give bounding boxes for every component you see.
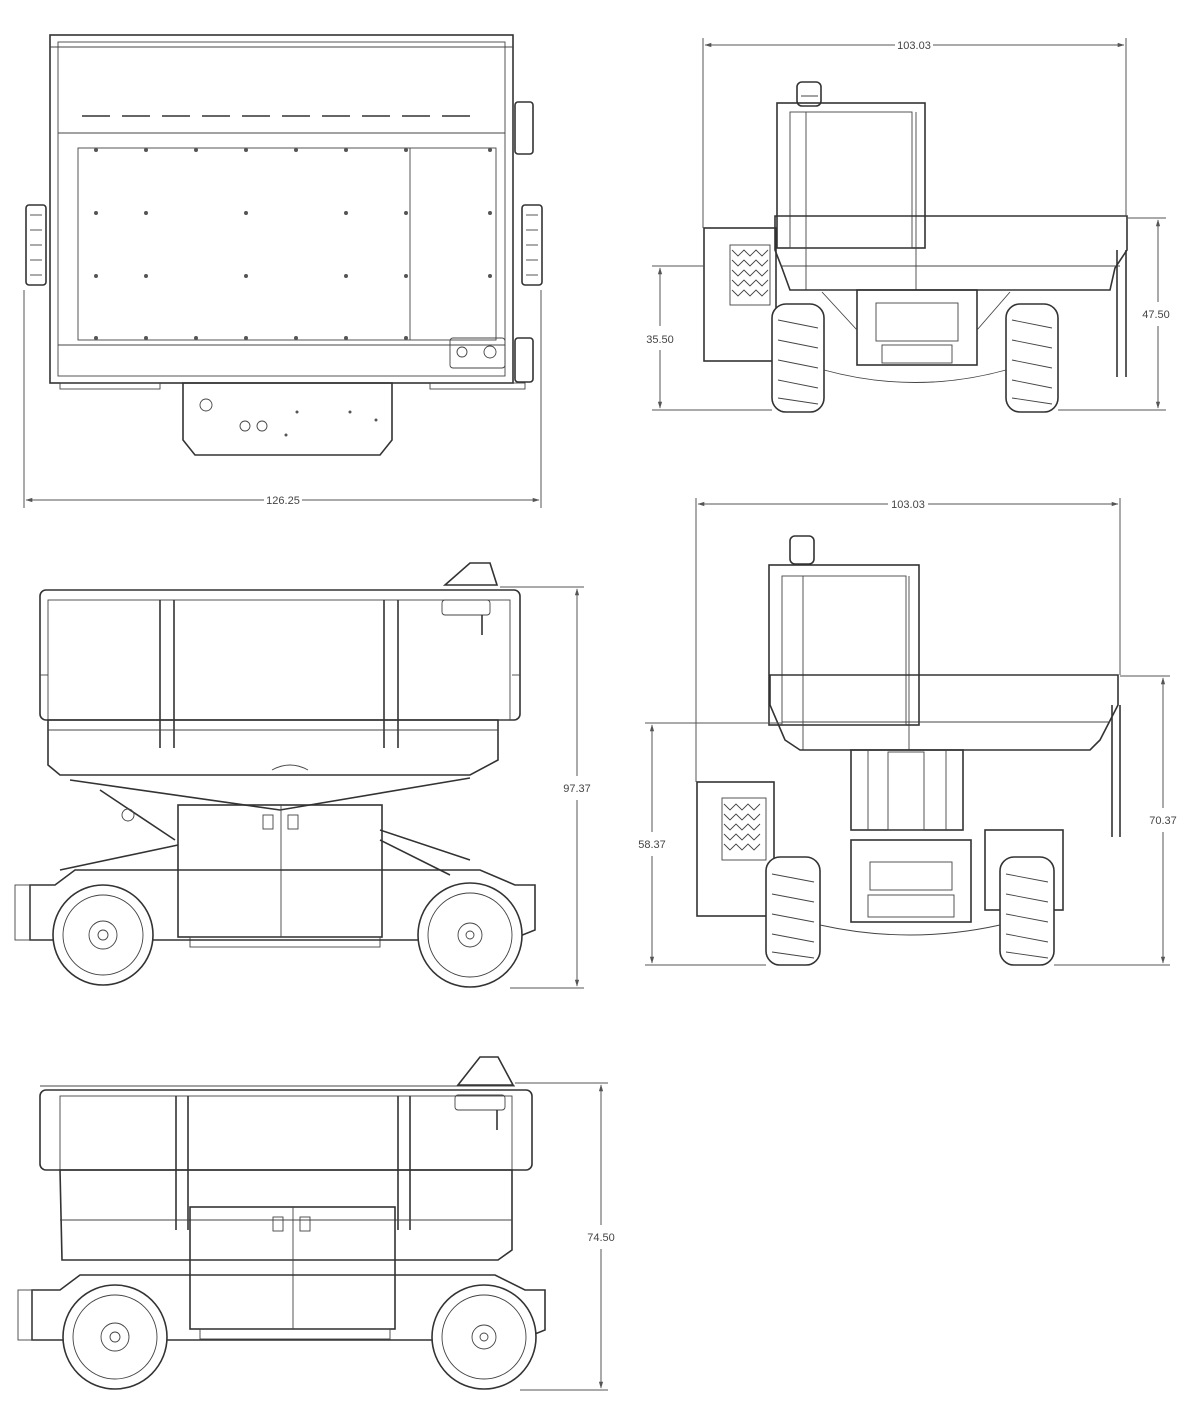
side-view-lowered: 74.50 — [17, 1056, 615, 1391]
dim-rear-width: 103.03 — [891, 499, 925, 511]
side-view: 97.37 — [14, 562, 591, 989]
front-view: 103.03 47.50 35.50 — [646, 38, 1170, 413]
dim-rear-total-height: 70.37 — [1149, 815, 1177, 827]
dim-rear-platform-height: 58.37 — [638, 839, 666, 851]
dim-front-platform-height: 47.50 — [1142, 309, 1170, 321]
dim-front-rail-height: 35.50 — [646, 334, 674, 346]
rear-view: 103.03 70.37 58.37 — [638, 498, 1177, 966]
dim-side-lowered-height: 74.50 — [587, 1232, 615, 1244]
dim-side-height: 97.37 — [563, 783, 591, 795]
dim-front-width: 103.03 — [897, 40, 931, 52]
top-view: 126.25 — [23, 34, 543, 508]
dim-top-width: 126.25 — [266, 495, 300, 507]
